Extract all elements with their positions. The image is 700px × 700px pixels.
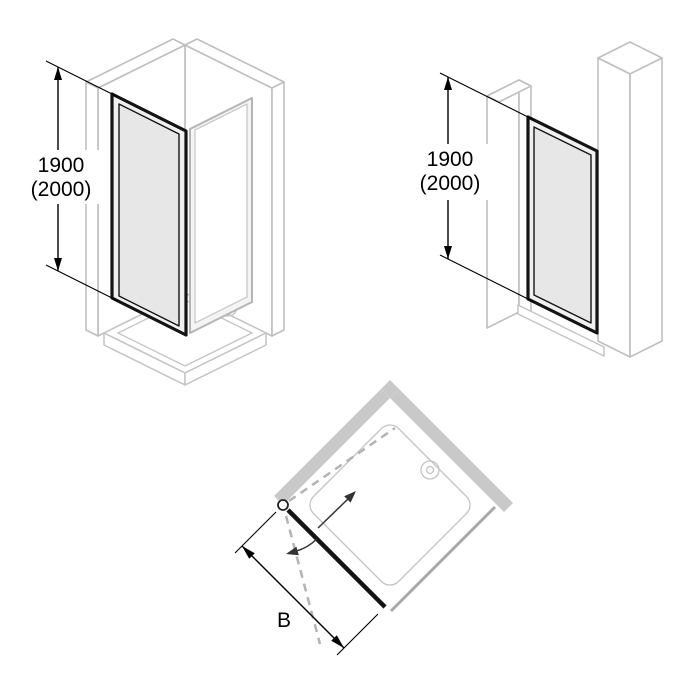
niche-right-wall-side [629,57,663,358]
side-panel [189,97,253,334]
swing-inward-arrow-line [317,497,350,529]
niche-right-wall [597,41,663,358]
plan-wall-upper-left [274,389,390,505]
width-extension-line-end [336,613,379,656]
right-wall-outer [271,81,285,337]
niche-left-wall [486,79,532,329]
niche-right-wall-face [597,57,631,358]
dimension-label-bg [20,150,104,204]
corner-shower-diagram: 1900 (2000) [20,38,285,386]
swing-inward-arrowhead-icon [344,491,356,503]
swing-arrows [286,491,356,556]
height-dimension: 1900 (2000) [20,60,119,302]
niche-door-glass [533,126,592,324]
door-width-dimension: B [234,511,379,656]
plan-wall-upper-right [390,389,513,512]
niche-shower-diagram: 1900 (2000) [406,41,663,358]
niche-tray-ledge [517,304,605,357]
height-alt-value-label: (2000) [31,178,92,201]
niche-pivot-door [526,115,599,335]
plan-door-closed [286,508,387,609]
niche-height-alt-value-label: (2000) [420,172,481,195]
swing-arc-outward [295,538,318,553]
height-value-label: 1900 [38,154,85,177]
width-arrowhead-downright-icon [331,635,344,648]
plan-walls [274,380,513,512]
tray-front-right [184,332,267,386]
plan-view-diagram: B [234,380,513,656]
niche-left-wall-face [486,79,520,329]
width-extension-line-hinge [234,511,277,554]
left-wall-outer [85,81,99,337]
niche-extension-line-top [439,72,535,121]
niche-height-dimension: 1900 (2000) [406,72,535,303]
arrowhead-up-icon [54,67,62,80]
width-value-label: B [277,609,291,632]
width-dimension-line [241,545,345,649]
niche-height-value-label: 1900 [427,148,474,171]
niche-arrowhead-up-icon [444,77,452,90]
plan-shower-tray [309,424,471,586]
tray-inner-rim [116,299,254,367]
side-panel-glass [194,103,248,324]
door-open-inward-dashed [288,426,396,503]
pivot-hinge [277,499,289,511]
niche-dimension-label-bg [406,144,494,200]
swing-arc-arrowhead-icon [286,546,299,556]
pivot-door [110,92,188,337]
plan-drain-icon [420,460,440,480]
plan-drain-center-icon [425,465,435,475]
niche-extension-line-bottom [439,254,535,303]
arrowhead-down-icon [54,258,62,271]
plan-wall-corner [381,380,399,398]
niche-arrowhead-down-icon [444,246,452,259]
door-glass [118,103,180,327]
width-arrowhead-upleft-icon [242,546,255,559]
plan-side-panel [389,505,497,613]
